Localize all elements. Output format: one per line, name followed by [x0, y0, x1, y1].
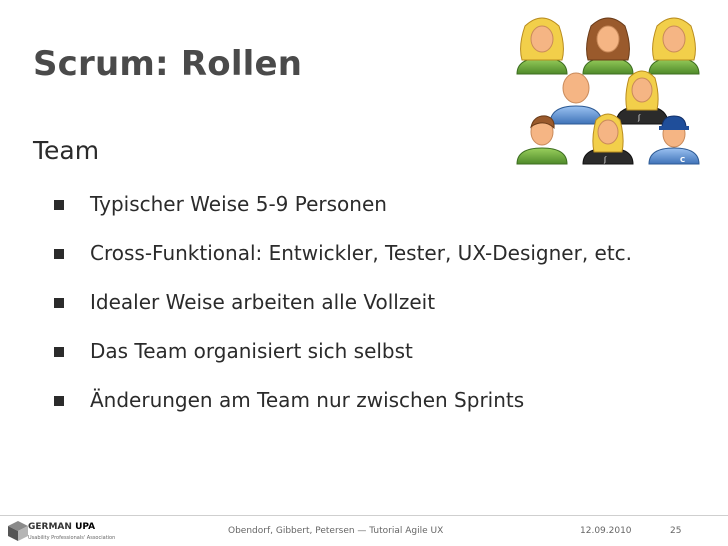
avatar-bald-man	[549, 72, 603, 125]
avatar-brown-hair-man	[516, 115, 568, 165]
bullet-text: Typischer Weise 5-9 Personen	[90, 192, 387, 216]
avatar-blonde-woman-1	[516, 17, 568, 75]
bullet-square-icon	[54, 347, 64, 357]
bullet-item: Änderungen am Team nur zwischen Sprints	[54, 388, 694, 437]
bullet-list: Typischer Weise 5-9 Personen Cross-Funkt…	[54, 192, 694, 437]
bullet-square-icon	[54, 200, 64, 210]
logo-text: GERMAN UPA	[28, 522, 95, 532]
svg-text:C: C	[680, 156, 685, 164]
bullet-item: Typischer Weise 5-9 Personen	[54, 192, 694, 241]
logo-prefix: GERMAN	[28, 522, 72, 532]
logo-suffix: UPA	[75, 522, 96, 532]
bullet-square-icon	[54, 298, 64, 308]
bullet-item: Cross-Funktional: Entwickler, Tester, UX…	[54, 241, 694, 290]
footer-date: 12.09.2010	[580, 526, 632, 536]
svg-text:ʃ: ʃ	[637, 114, 641, 122]
bullet-item: Idealer Weise arbeiten alle Vollzeit	[54, 290, 694, 339]
bullet-text: Idealer Weise arbeiten alle Vollzeit	[90, 290, 436, 314]
avatar-blonde-woman-2	[648, 17, 700, 75]
footer-authors: Obendorf, Gibbert, Petersen — Tutorial A…	[228, 526, 444, 536]
avatar-blonde-black-shirt-2: ʃ	[582, 113, 634, 165]
team-heading: Team	[33, 136, 100, 165]
page-number: 25	[670, 526, 682, 536]
slide-title: Scrum: Rollen	[33, 44, 303, 84]
german-upa-logo-icon	[8, 521, 28, 541]
bullet-text: Cross-Funktional: Entwickler, Tester, UX…	[90, 241, 633, 265]
team-avatars: ʃ ʃ C	[516, 17, 700, 165]
avatar-blonde-black-shirt: ʃ	[615, 70, 669, 125]
bullet-square-icon	[54, 249, 64, 259]
avatar-brown-hair-woman	[582, 17, 634, 75]
slide-footer: GERMAN UPA Usability Professionals' Asso…	[0, 516, 728, 546]
bullet-item: Das Team organisiert sich selbst	[54, 339, 694, 388]
logo-subtitle: Usability Professionals' Association	[28, 535, 116, 541]
bullet-text: Änderungen am Team nur zwischen Sprints	[90, 388, 525, 412]
svg-text:ʃ: ʃ	[603, 156, 607, 164]
bullet-text: Das Team organisiert sich selbst	[90, 339, 413, 363]
bullet-square-icon	[54, 396, 64, 406]
footer-divider	[0, 515, 728, 516]
avatar-cap-man: C	[648, 115, 700, 165]
